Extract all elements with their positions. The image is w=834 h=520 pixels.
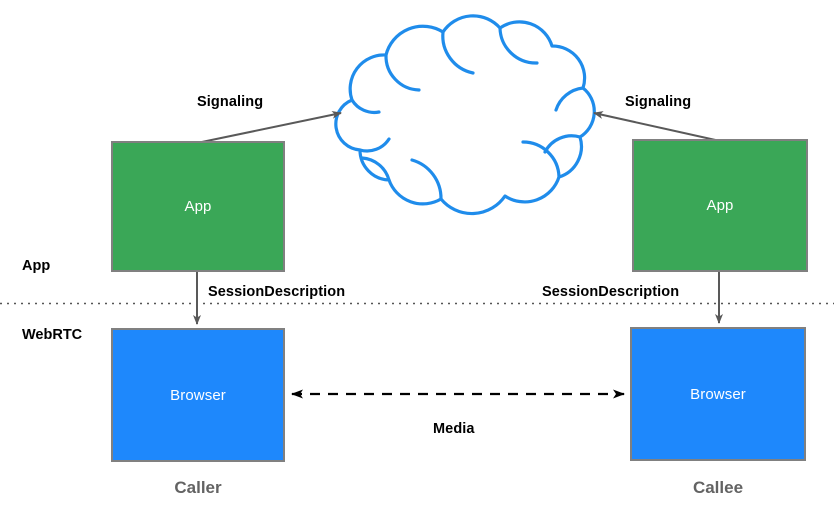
browser-box-callee-label: Browser [690, 385, 746, 403]
role-label-caller: Caller [174, 478, 222, 497]
sessiondescription-label-callee: SessionDescription [542, 284, 680, 300]
signaling-label-callee: Signaling [625, 94, 692, 110]
signaling-arrow-callee [593, 111, 721, 142]
signaling-server-cloud [334, 14, 596, 216]
app-box-callee[interactable]: App [632, 139, 808, 272]
signaling-arrow-caller [196, 110, 342, 144]
app-box-caller[interactable]: App [111, 141, 285, 272]
role-label-callee: Callee [692, 478, 744, 497]
sessiondescription-label-caller: SessionDescription [208, 284, 346, 300]
app-box-caller-label: App [184, 198, 212, 215]
zone-label-app: App [22, 258, 51, 274]
signaling-label-caller: Signaling [197, 94, 264, 110]
browser-box-caller[interactable]: Browser [111, 328, 285, 462]
browser-box-callee[interactable]: Browser [630, 327, 806, 461]
zone-label-webrtc: WebRTC [22, 327, 83, 343]
app-box-callee-label: App [706, 197, 734, 214]
media-label: Media [433, 421, 475, 437]
browser-box-caller-label: Browser [170, 386, 226, 404]
